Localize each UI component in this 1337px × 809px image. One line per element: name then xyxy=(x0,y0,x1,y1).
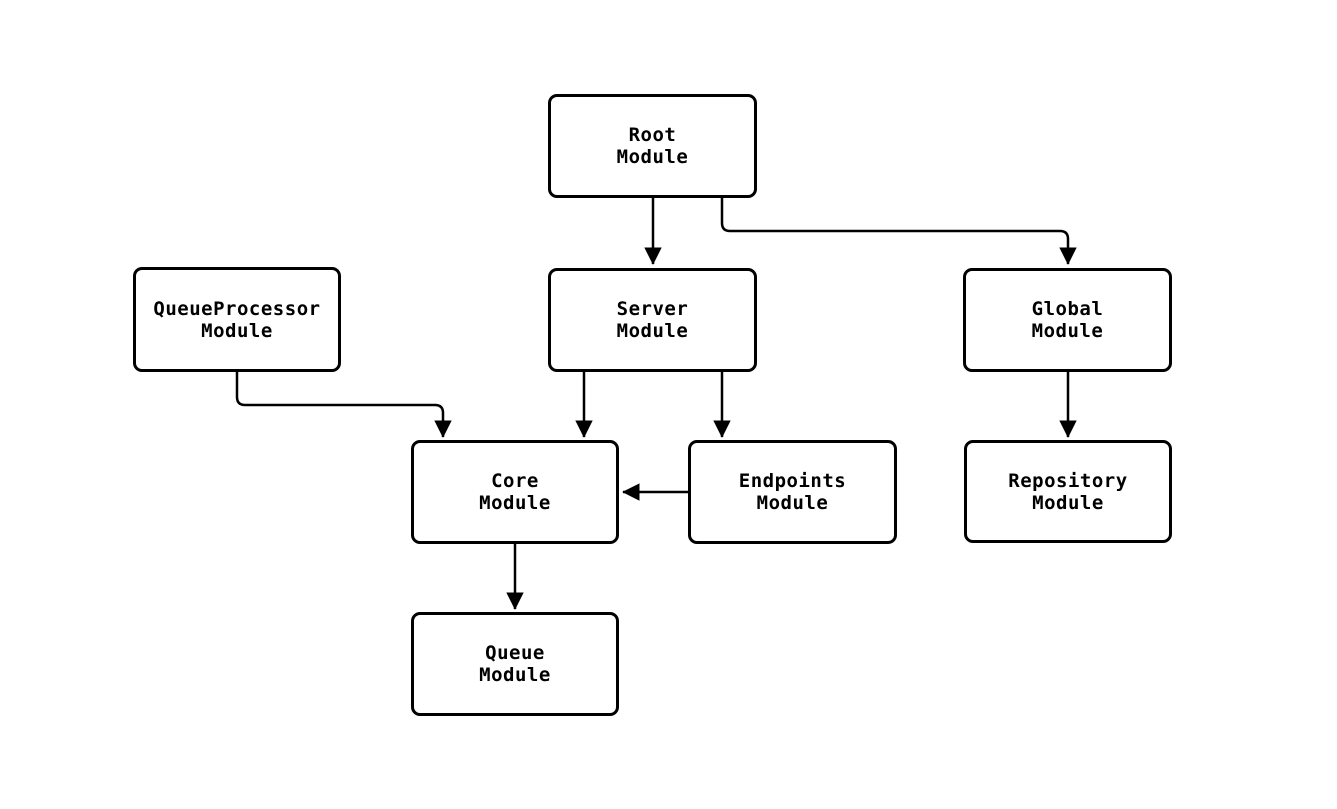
edge-queueprocessor-module-to-core-module xyxy=(235,371,452,438)
node-endpoints-module: Endpoints Module xyxy=(688,440,897,544)
edge-root-module-to-global-module xyxy=(720,198,1077,265)
node-core-module-label: Core Module xyxy=(479,470,551,514)
node-core-module: Core Module xyxy=(411,440,619,544)
node-root-module-label: Root Module xyxy=(616,124,689,168)
node-root-module: Root Module xyxy=(548,94,757,198)
node-repository-module: Repository Module xyxy=(964,440,1172,543)
node-queue-module: Queue Module xyxy=(411,612,619,716)
node-repository-module-label: Repository Module xyxy=(1008,469,1128,514)
node-queue-module-label: Queue Module xyxy=(479,642,551,686)
node-endpoints-module-label: Endpoints Module xyxy=(738,470,847,514)
node-queueprocessor-module: QueueProcessor Module xyxy=(133,267,341,372)
node-server-module: Server Module xyxy=(548,268,757,372)
node-queueprocessor-module-label: QueueProcessor Module xyxy=(153,297,321,342)
node-global-module: Global Module xyxy=(963,268,1172,372)
node-server-module-label: Server Module xyxy=(616,298,689,342)
node-global-module-label: Global Module xyxy=(1031,298,1104,342)
